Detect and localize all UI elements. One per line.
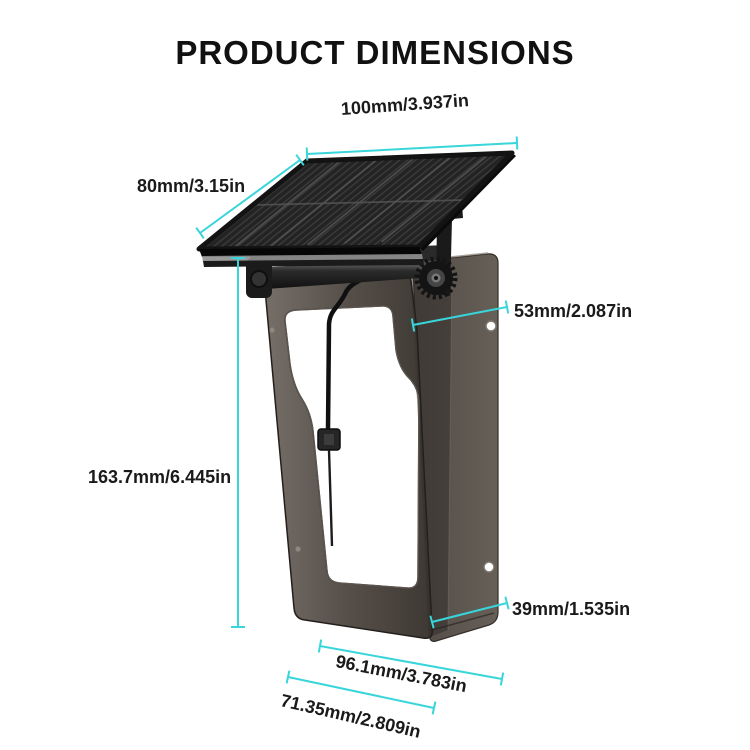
page-title: PRODUCT DIMENSIONS xyxy=(175,34,575,71)
hinge-gear xyxy=(414,256,458,300)
dim-label-bracket-depth: 53mm/2.087in xyxy=(514,301,633,321)
mounting-hole-bottom xyxy=(483,561,495,573)
screw-top xyxy=(269,327,275,333)
bracket-cutout-lip xyxy=(284,305,420,589)
bracket-side-wall xyxy=(410,268,452,637)
solar-panel-cells xyxy=(199,153,512,249)
dimension-lines xyxy=(195,136,519,715)
dim-line-base-depth xyxy=(429,596,510,629)
dim-line-panel-depth xyxy=(195,154,305,239)
mounting-bracket xyxy=(265,249,499,642)
dim-label-bracket-height: 163.7mm/6.445in xyxy=(88,467,232,487)
screw-bottom xyxy=(295,546,301,552)
dim-line-panel-width xyxy=(305,136,519,161)
solar-panel xyxy=(196,150,516,267)
dim-label-base-depth: 39mm/1.535in xyxy=(512,599,631,619)
cable-tail xyxy=(327,449,334,547)
dim-line-base-inner-width xyxy=(285,670,437,715)
right-hinge-arm xyxy=(425,204,463,296)
dim-line-bracket-depth xyxy=(410,300,510,332)
mounting-hole-top xyxy=(485,320,497,332)
dim-line-base-width xyxy=(317,639,505,686)
dim-line-bracket-height xyxy=(231,257,245,628)
dim-label-panel-depth: 80mm/3.15in xyxy=(137,176,246,196)
